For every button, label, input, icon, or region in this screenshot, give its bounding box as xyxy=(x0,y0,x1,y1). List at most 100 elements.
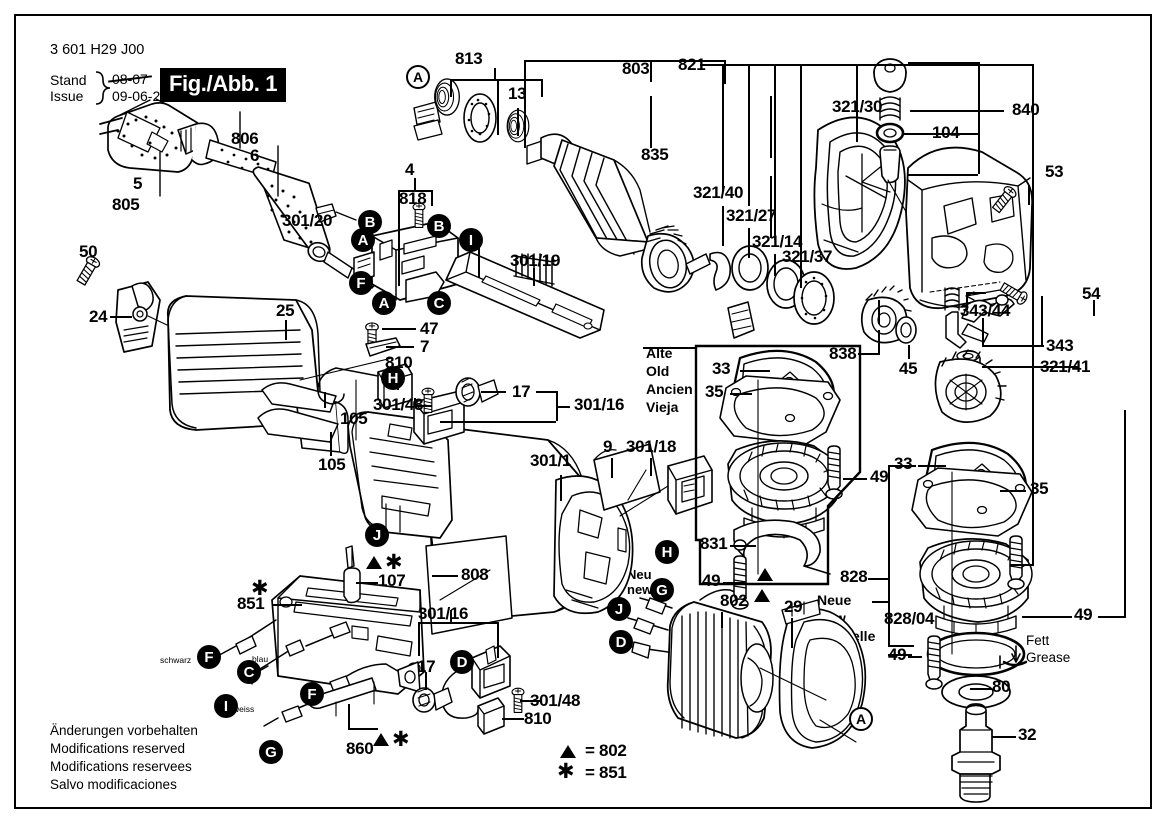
leader-54 xyxy=(1093,300,1095,316)
variant-new-es: Nueva xyxy=(817,646,860,662)
callout-35-old: 35 xyxy=(705,382,724,401)
marker-star-851: ✱ xyxy=(251,577,269,600)
callout-25: 25 xyxy=(276,301,295,320)
leader-9 xyxy=(611,458,613,478)
circle-letter-i-2: I xyxy=(214,694,238,718)
marker-triangle-107 xyxy=(366,556,382,569)
leader-33b xyxy=(918,465,946,467)
leader-49b xyxy=(723,582,745,584)
bracket-30116a-t xyxy=(536,391,556,393)
bracket-840-t4 xyxy=(908,174,978,176)
callout-810-lower: 810 xyxy=(524,709,552,728)
callout-33-new: 33 xyxy=(894,454,913,473)
bracket-821-v1 xyxy=(722,64,724,192)
leader-30118 xyxy=(650,458,652,476)
leader-838v2 xyxy=(878,300,880,324)
bracket-343-r xyxy=(1041,296,1043,345)
leader-851 xyxy=(272,604,302,606)
bracket-813-right xyxy=(541,79,543,97)
callout-818: 818 xyxy=(399,189,427,208)
leader-104 xyxy=(906,133,926,135)
leader-860 xyxy=(348,704,350,728)
callout-343-44: 343/44 xyxy=(960,301,1011,320)
leader-838v xyxy=(878,330,880,354)
callout-806: 806 xyxy=(231,129,259,148)
leader-30116b xyxy=(450,610,452,622)
callout-301-16-lower: 301/16 xyxy=(418,604,469,623)
callout-321-41: 321/41 xyxy=(1040,357,1091,376)
bracket-840-t1 xyxy=(908,62,978,64)
leader-32130 xyxy=(856,64,858,142)
callout-33-old: 33 xyxy=(712,359,731,378)
callout-828: 828 xyxy=(840,567,868,586)
bracket-343 xyxy=(982,345,1030,347)
leader-35b xyxy=(1000,490,1026,492)
bracket-840-t3 xyxy=(904,133,978,135)
callout-104: 104 xyxy=(932,123,960,142)
circle-letter-b-2: B xyxy=(427,214,451,238)
bracket-803 xyxy=(524,60,724,62)
marker-star-860: ✱ xyxy=(392,728,410,751)
diagram-border xyxy=(14,14,1152,809)
leader-3011 xyxy=(560,475,562,501)
callout-80: 80 xyxy=(992,677,1011,696)
bracket-803-left xyxy=(524,60,526,148)
circle-letter-a-top: A xyxy=(406,65,430,89)
wire-color-black: schwarz xyxy=(160,655,192,665)
bracket-840-t2 xyxy=(910,110,978,112)
leader-34344-h xyxy=(966,292,986,294)
bracket-30116b xyxy=(418,622,498,624)
bracket-828 xyxy=(888,465,890,645)
figure-badge: Fig./Abb. 1 xyxy=(160,68,287,102)
callout-47: 47 xyxy=(420,319,439,338)
circle-letter-g-1: G xyxy=(259,740,283,764)
bracket-813-left xyxy=(450,79,452,97)
marker-star-107: ✱ xyxy=(385,551,403,574)
leader-45 xyxy=(908,345,910,359)
bracket-828-t xyxy=(888,465,916,467)
callout-49-new-b: 49 xyxy=(888,645,907,664)
circle-letter-h-1: H xyxy=(381,366,405,390)
callout-831: 831 xyxy=(700,534,728,553)
bracket-4-l xyxy=(398,190,400,286)
leader-838 xyxy=(858,353,880,355)
callout-53: 53 xyxy=(1045,162,1064,181)
leader-4 xyxy=(414,178,416,190)
leader-32 xyxy=(992,736,1016,738)
variant-new-en: New xyxy=(817,610,846,626)
callout-9: 9 xyxy=(603,437,613,456)
variant-old-de: Alte xyxy=(646,345,673,361)
new-marker-en: new xyxy=(627,582,653,597)
circle-letter-d-1: D xyxy=(450,650,474,674)
callout-851: 851 xyxy=(237,594,265,613)
callout-17-upper: 17 xyxy=(512,382,531,401)
bracket-821-top xyxy=(722,64,1032,66)
leader-32140 xyxy=(722,206,724,246)
legend-star-icon: ✱ xyxy=(557,760,575,783)
callout-29: 29 xyxy=(784,597,803,616)
callout-321-37: 321/37 xyxy=(782,247,833,266)
leader-828 xyxy=(868,578,888,580)
callout-840: 840 xyxy=(1012,100,1040,119)
legend-triangle-value: = 802 xyxy=(585,741,627,760)
callout-802: 802 xyxy=(720,591,748,610)
marker-triangle-860 xyxy=(373,733,389,746)
wire-color-white: weiss xyxy=(233,704,255,714)
callout-805: 805 xyxy=(112,195,140,214)
leader-808 xyxy=(432,575,458,577)
variant-new-de: Neue xyxy=(817,592,852,608)
disclaimer-fr: Modifications reservees xyxy=(50,759,192,774)
callout-321-30: 321/30 xyxy=(832,97,883,116)
disclaimer-es: Salvo modificaciones xyxy=(50,777,177,792)
callout-105-b: 105 xyxy=(318,455,346,474)
part-code: 3 601 H29 J00 xyxy=(50,42,145,58)
leader-17a xyxy=(481,391,506,393)
leader-7 xyxy=(386,346,414,348)
bracket-821-v2 xyxy=(748,64,750,206)
bracket-30116b-r xyxy=(497,622,499,658)
variant-old-en: Old xyxy=(646,363,670,379)
circle-letter-j-2: J xyxy=(607,597,631,621)
leader-831 xyxy=(730,545,756,547)
circle-letter-g-2: G xyxy=(650,578,674,602)
leader-24 xyxy=(110,316,132,318)
